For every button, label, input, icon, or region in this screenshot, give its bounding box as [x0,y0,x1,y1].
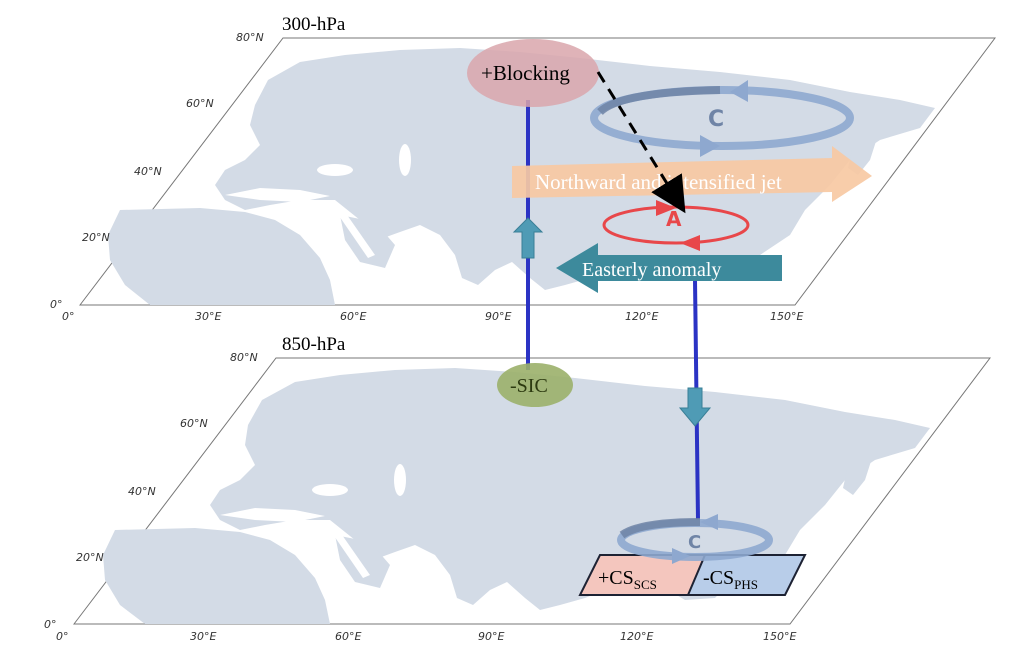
anticyclone-label: A [666,207,682,231]
upper-cyclone-back-arc [597,86,721,116]
upper-level-label: 300-hPa [282,14,346,35]
lower-lon-tick-150: 150°E [763,630,796,643]
downward-arrow [678,387,712,427]
upward-arrow [512,217,544,259]
upper-cyclone-label: C [708,107,724,132]
upper-lon-tick-150: 150°E [770,310,803,323]
lower-lon-tick-60: 60°E [335,630,361,643]
lower-sea-redsea [330,530,370,578]
upper-land-japan [848,120,878,175]
lower-lat-tick-0: 0° [44,618,57,631]
upper-lon-tick-60: 60°E [340,310,366,323]
lower-land-japan [843,440,873,495]
upper-lon-tick-120: 120°E [625,310,658,323]
lower-lon-ticks: 0° 30°E 60°E 90°E 120°E 150°E [56,630,796,643]
lower-level-label: 850-hPa [282,334,346,355]
lower-cyclone-arrowhead-bottom [672,548,690,564]
cs-scs-box: +CSSCS [578,554,707,596]
cs-phs-box: -CSPHS [686,554,807,596]
upper-land-africa [108,208,335,305]
upper-sea-redsea [335,210,375,258]
upper-lon-tick-0: 0° [62,310,75,323]
lower-lat-tick-80: 80°N [230,351,258,364]
cs-phs-sub: PHS [734,577,758,592]
blocking-ellipse [467,39,599,107]
lower-cyclone-arrowhead-top [700,514,718,530]
lower-cyclone: C [617,514,773,564]
upper-lon-tick-90: 90°E [485,310,511,323]
upper-sea-black [317,164,353,176]
lower-cyclone-back-arc [619,518,701,539]
cs-scs-main: +CS [598,567,634,589]
lower-lat-ticks: 0° 20°N 40°N 60°N 80°N [44,351,258,631]
lower-lat-tick-40: 40°N [128,485,156,498]
cs-phs-main: -CS [703,567,734,589]
cs-scs-label: +CSSCS [598,567,657,592]
lower-sea-med [220,508,325,522]
upper-sea-caspian [399,144,411,176]
lower-lon-tick-30: 30°E [190,630,216,643]
lower-sea-black [312,484,348,496]
lower-lon-tick-120: 120°E [620,630,653,643]
lower-sea-caspian [394,464,406,496]
jet-arrow [512,146,872,202]
upper-lat-tick-60: 60°N [186,97,214,110]
lower-land-africa [103,528,330,624]
upper-lon-tick-30: 30°E [195,310,221,323]
blocking-label: +Blocking [481,61,570,85]
upper-cyclone-arrowhead-top [730,80,748,102]
jet-label: Northward and intensified jet [535,170,782,194]
connectors [512,100,712,521]
sic-label: -SIC [510,375,548,397]
upper-cyclone: C [590,80,854,157]
lower-cyclone-label: C [688,532,701,553]
sic-ellipse [497,363,573,407]
upper-lon-ticks: 0° 30°E 60°E 90°E 120°E 150°E [62,310,803,323]
upper-cyclone-arrowhead-bottom [700,135,720,157]
upper-lat-ticks: 0° 20°N 40°N 60°N 80°N [50,31,264,311]
upper-lat-tick-20: 20°N [82,231,110,244]
lower-lat-tick-20: 20°N [76,551,104,564]
lower-lon-tick-90: 90°E [478,630,504,643]
cs-phs-label: -CSPHS [703,567,758,592]
upper-sea-med [225,188,330,202]
easterly-arrow [556,243,782,293]
upper-lat-tick-0: 0° [50,298,63,311]
blocking-to-anticyclone-arrow [596,71,686,214]
upper-cyclone-ring [590,86,854,150]
cs-scs-sub: SCS [634,577,657,592]
lower-lon-tick-0: 0° [56,630,69,643]
upper-lat-tick-80: 80°N [236,31,264,44]
upper-lat-tick-40: 40°N [134,165,162,178]
cs-phs-box-shape [686,554,807,596]
easterly-label: Easterly anomaly [582,259,721,281]
lower-lat-tick-60: 60°N [180,417,208,430]
anticyclone-arrowhead-bottom [680,235,700,251]
